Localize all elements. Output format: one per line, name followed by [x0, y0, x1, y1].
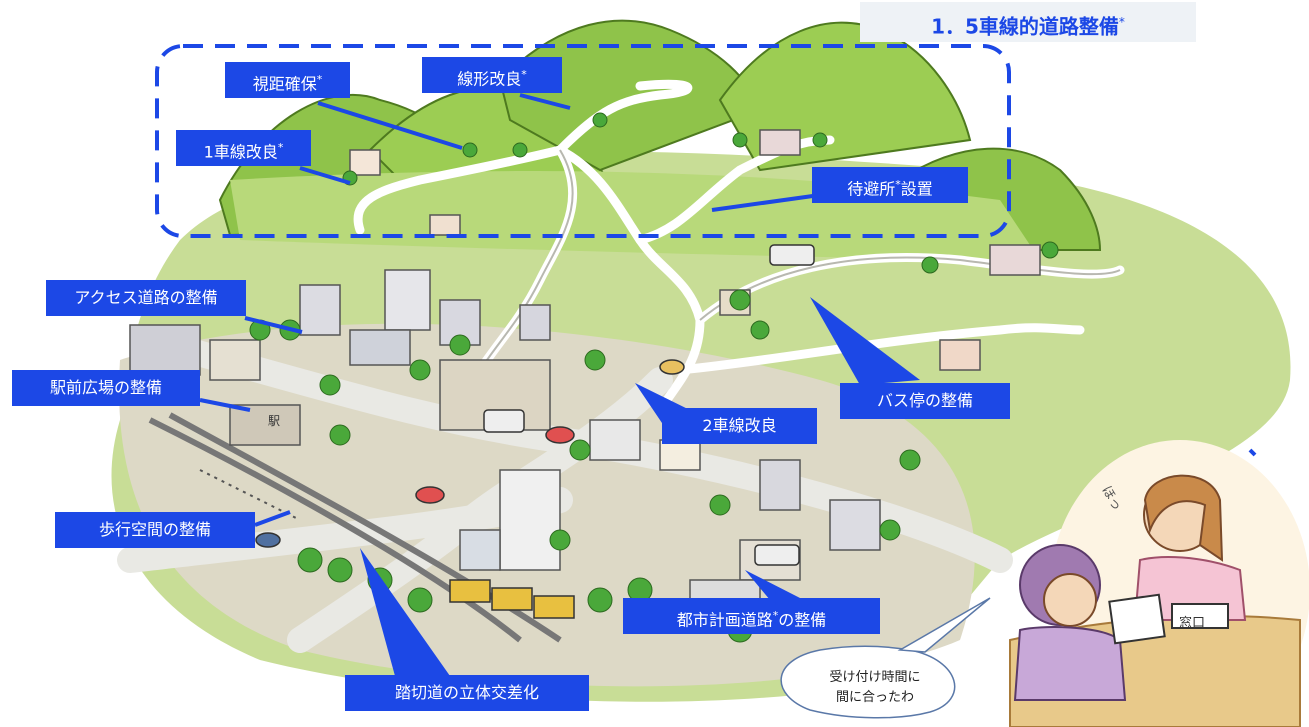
label-alignment: 線形改良* [422, 57, 562, 93]
label-passing-place: 待避所*設置 [812, 167, 968, 203]
label-passing-mark: * [895, 178, 901, 191]
speech-bubble: 受け付け時間に 間に合ったわ [800, 668, 950, 708]
speech-line-1: 受け付け時間に [829, 670, 921, 685]
label-sidewalk: 歩行空間の整備 [55, 512, 255, 548]
trees [249, 112, 1059, 643]
road-edges [479, 149, 1121, 371]
speech-bubble-shape [780, 597, 991, 719]
label-level-crossing: 踏切道の立体交差化 [345, 675, 589, 711]
label-pointers [199, 93, 1257, 527]
label-one-lane-mark: * [277, 141, 284, 154]
label-access-road: アクセス道路の整備 [46, 280, 246, 316]
label-passing-text: 待避所 [847, 179, 896, 199]
heading-title: 1．5車線的道路整備* [860, 2, 1196, 42]
speech-line-2: 間に合ったわ [835, 690, 914, 705]
label-visibility: 視距確保* [225, 62, 350, 98]
heading-text: 1．5車線的道路整備 [931, 14, 1119, 39]
label-city-plan-mark: * [772, 609, 779, 622]
heading-mark: * [1118, 15, 1125, 29]
label-visibility-text: 視距確保 [252, 74, 317, 94]
label-bus-stop: バス停の整備 [840, 383, 1010, 419]
label-visibility-mark: * [316, 73, 323, 86]
station-sign: 駅 [268, 414, 281, 428]
label-passing-tail: 設置 [900, 179, 933, 199]
label-alignment-mark: * [521, 68, 527, 81]
vehicles [255, 244, 815, 566]
label-city-plan-tail: の整備 [778, 610, 827, 630]
label-city-plan-road: 都市計画道路*の整備 [623, 598, 880, 634]
counter-scene [1009, 440, 1309, 727]
label-city-plan-text: 都市計画道路 [676, 610, 773, 630]
label-two-lane: 2車線改良 [662, 408, 817, 444]
dashed-area-box [155, 44, 1011, 238]
label-one-lane: 1車線改良* [176, 130, 311, 166]
label-alignment-text: 線形改良 [457, 69, 522, 89]
buildings [129, 129, 1041, 611]
counter-sign: 窓口 [1179, 616, 1206, 631]
train [449, 579, 575, 619]
label-station-plaza: 駅前広場の整備 [12, 370, 200, 406]
label-one-lane-text: 1車線改良 [203, 142, 278, 162]
